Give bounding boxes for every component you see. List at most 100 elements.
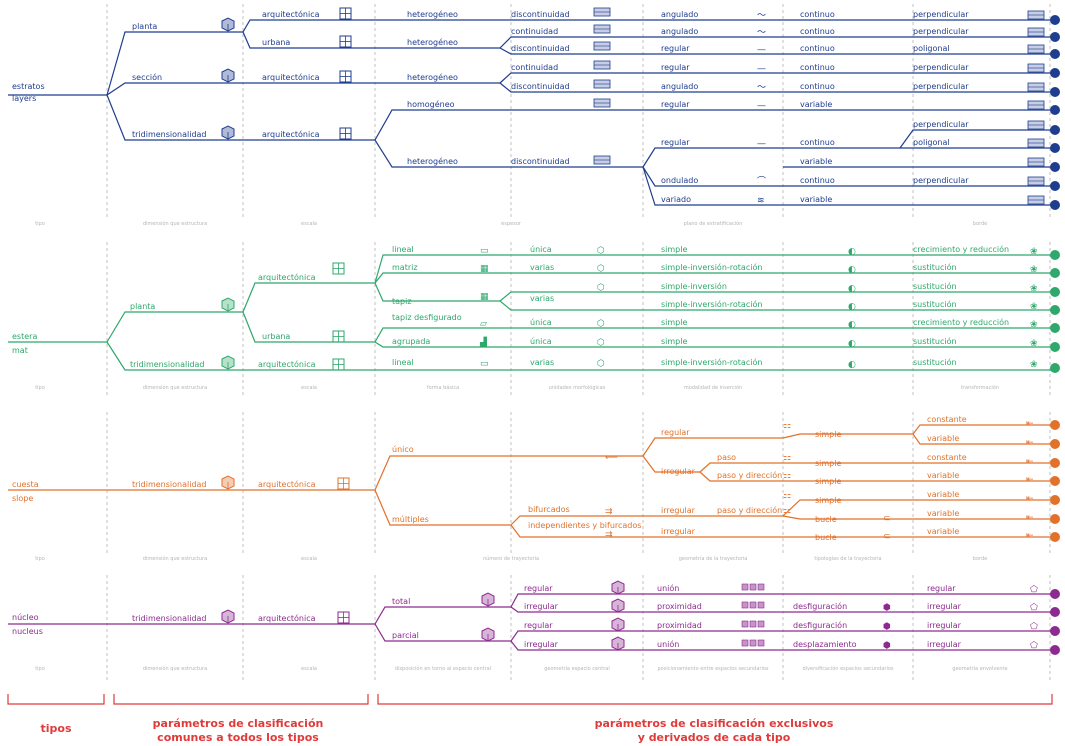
border-type-label: perpendicular: [913, 82, 969, 91]
geometry-label: irregular: [661, 527, 696, 536]
typology-label: simple: [815, 496, 841, 505]
border-pattern-icon: [1027, 195, 1045, 205]
plane-shape-icon: ⌒: [757, 176, 766, 187]
branch-line: [374, 489, 511, 526]
footer-exclusive: parámetros de clasificación exclusivos: [595, 717, 834, 730]
column-caption: tipo: [35, 666, 45, 672]
scale-label: arquitectónica: [258, 359, 316, 369]
plane-label: angulado: [661, 27, 698, 36]
plane-shape-icon: 〜: [757, 11, 766, 21]
plan-icon: [332, 358, 345, 371]
units-label: varias: [530, 358, 554, 367]
branch-line: [374, 341, 1055, 348]
form-icon: ▱: [480, 319, 487, 329]
unit-icon: ⬡: [597, 246, 605, 256]
unit-icon: ⬡: [597, 264, 605, 274]
border-pattern-icon: [1027, 157, 1045, 167]
arrow-icon: ⟵: [605, 453, 618, 463]
branch-line: [782, 515, 913, 520]
continuity-label: continuidad: [511, 63, 558, 72]
column-caption: tipo: [35, 385, 45, 391]
cube-icon: [611, 580, 625, 595]
branch-line: [699, 462, 783, 473]
border-type-label: poligonal: [913, 44, 950, 53]
branch-line: [510, 630, 1055, 642]
cube-icon: [221, 17, 235, 32]
border-label: continuo: [800, 63, 835, 72]
terminal-dot: [1050, 476, 1060, 486]
diversification-label: desplazamiento: [793, 640, 857, 649]
border-pattern-icon: [1027, 176, 1045, 186]
type-label: nucleus: [12, 627, 43, 636]
scale-label: arquitectónica: [258, 272, 316, 282]
envelope-icon: ⬠: [1030, 640, 1038, 651]
branch-line: [782, 433, 913, 439]
plane-shape-icon: —: [757, 45, 766, 55]
footer-bracket: [113, 694, 369, 705]
continuity-label: discontinuidad: [511, 157, 570, 166]
cube-icon: [221, 475, 235, 490]
arrow-icon: ⇉: [605, 530, 613, 540]
thickness-label: heterogéneo: [407, 156, 458, 166]
branch-line: [242, 282, 375, 313]
branch-line: [642, 166, 783, 206]
insertion-icon: ◐: [848, 302, 856, 312]
plan-icon: [339, 127, 352, 140]
loop-icon: ⊂: [883, 514, 891, 524]
border-icon: ⇤: [1026, 494, 1034, 504]
transformation-icon: ❀: [1030, 302, 1038, 312]
branch-line: [642, 166, 783, 187]
plan-icon: [339, 70, 352, 83]
units-label: única: [530, 245, 552, 254]
terminal-dot: [1050, 458, 1060, 468]
form-label: tapiz: [392, 297, 412, 306]
units-label: única: [530, 337, 552, 346]
scale-label: arquitectónica: [258, 479, 316, 489]
form-icon: ▦: [480, 264, 489, 274]
branch-line: [499, 36, 643, 49]
geometry-label: irregular: [661, 506, 696, 515]
cube-icon: [221, 125, 235, 140]
column-caption: borde: [973, 221, 987, 227]
type-label: layers: [12, 94, 36, 103]
scale-label: urbana: [262, 38, 290, 47]
layer-pattern-icon: [593, 24, 611, 34]
position-label: proximidad: [657, 621, 702, 630]
border-icon: ⇤: [1026, 457, 1034, 467]
envelope-label: irregular: [927, 640, 962, 649]
scale-label: arquitectónica: [258, 613, 316, 623]
form-icon: ▦: [480, 292, 489, 302]
layer-pattern-icon: [593, 7, 611, 17]
border-pattern-icon: [1027, 27, 1045, 37]
terminal-dot: [1050, 32, 1060, 42]
footer-bracket: [7, 694, 105, 705]
transformation-icon: ❀: [1030, 320, 1038, 330]
column-caption: dimensión que estructura: [143, 665, 207, 672]
insertion-icon: ◐: [848, 265, 856, 275]
type-label: cuesta: [12, 480, 39, 489]
column-caption: geometría espacio central: [544, 665, 609, 672]
transformation-label: sustitución: [913, 357, 957, 367]
column-caption: escala: [301, 385, 317, 391]
stair-icon: ⚏: [783, 506, 791, 516]
terminal-dot: [1050, 514, 1060, 524]
cube-icon: [221, 609, 235, 624]
column-caption: tipo: [35, 556, 45, 562]
transformation-icon: ❀: [1030, 284, 1038, 294]
scale-label: arquitectónica: [262, 129, 320, 139]
terminal-dot: [1050, 645, 1060, 655]
position-icon: [741, 620, 765, 628]
terminal-dot: [1050, 342, 1060, 352]
scale-label: urbana: [262, 332, 290, 341]
plane-label: regular: [661, 63, 690, 72]
terminal-dot: [1050, 68, 1060, 78]
transformation-label: sustitución: [913, 262, 957, 272]
terminal-dot: [1050, 250, 1060, 260]
position-icon: [741, 583, 765, 591]
cube-icon: [481, 592, 495, 607]
form-label: matriz: [392, 263, 418, 272]
insertion-label: simple-inversión: [661, 281, 727, 291]
typology-label: simple: [815, 459, 841, 468]
transformation-label: crecimiento y reducción: [913, 317, 1009, 327]
insertion-label: simple: [661, 318, 687, 327]
